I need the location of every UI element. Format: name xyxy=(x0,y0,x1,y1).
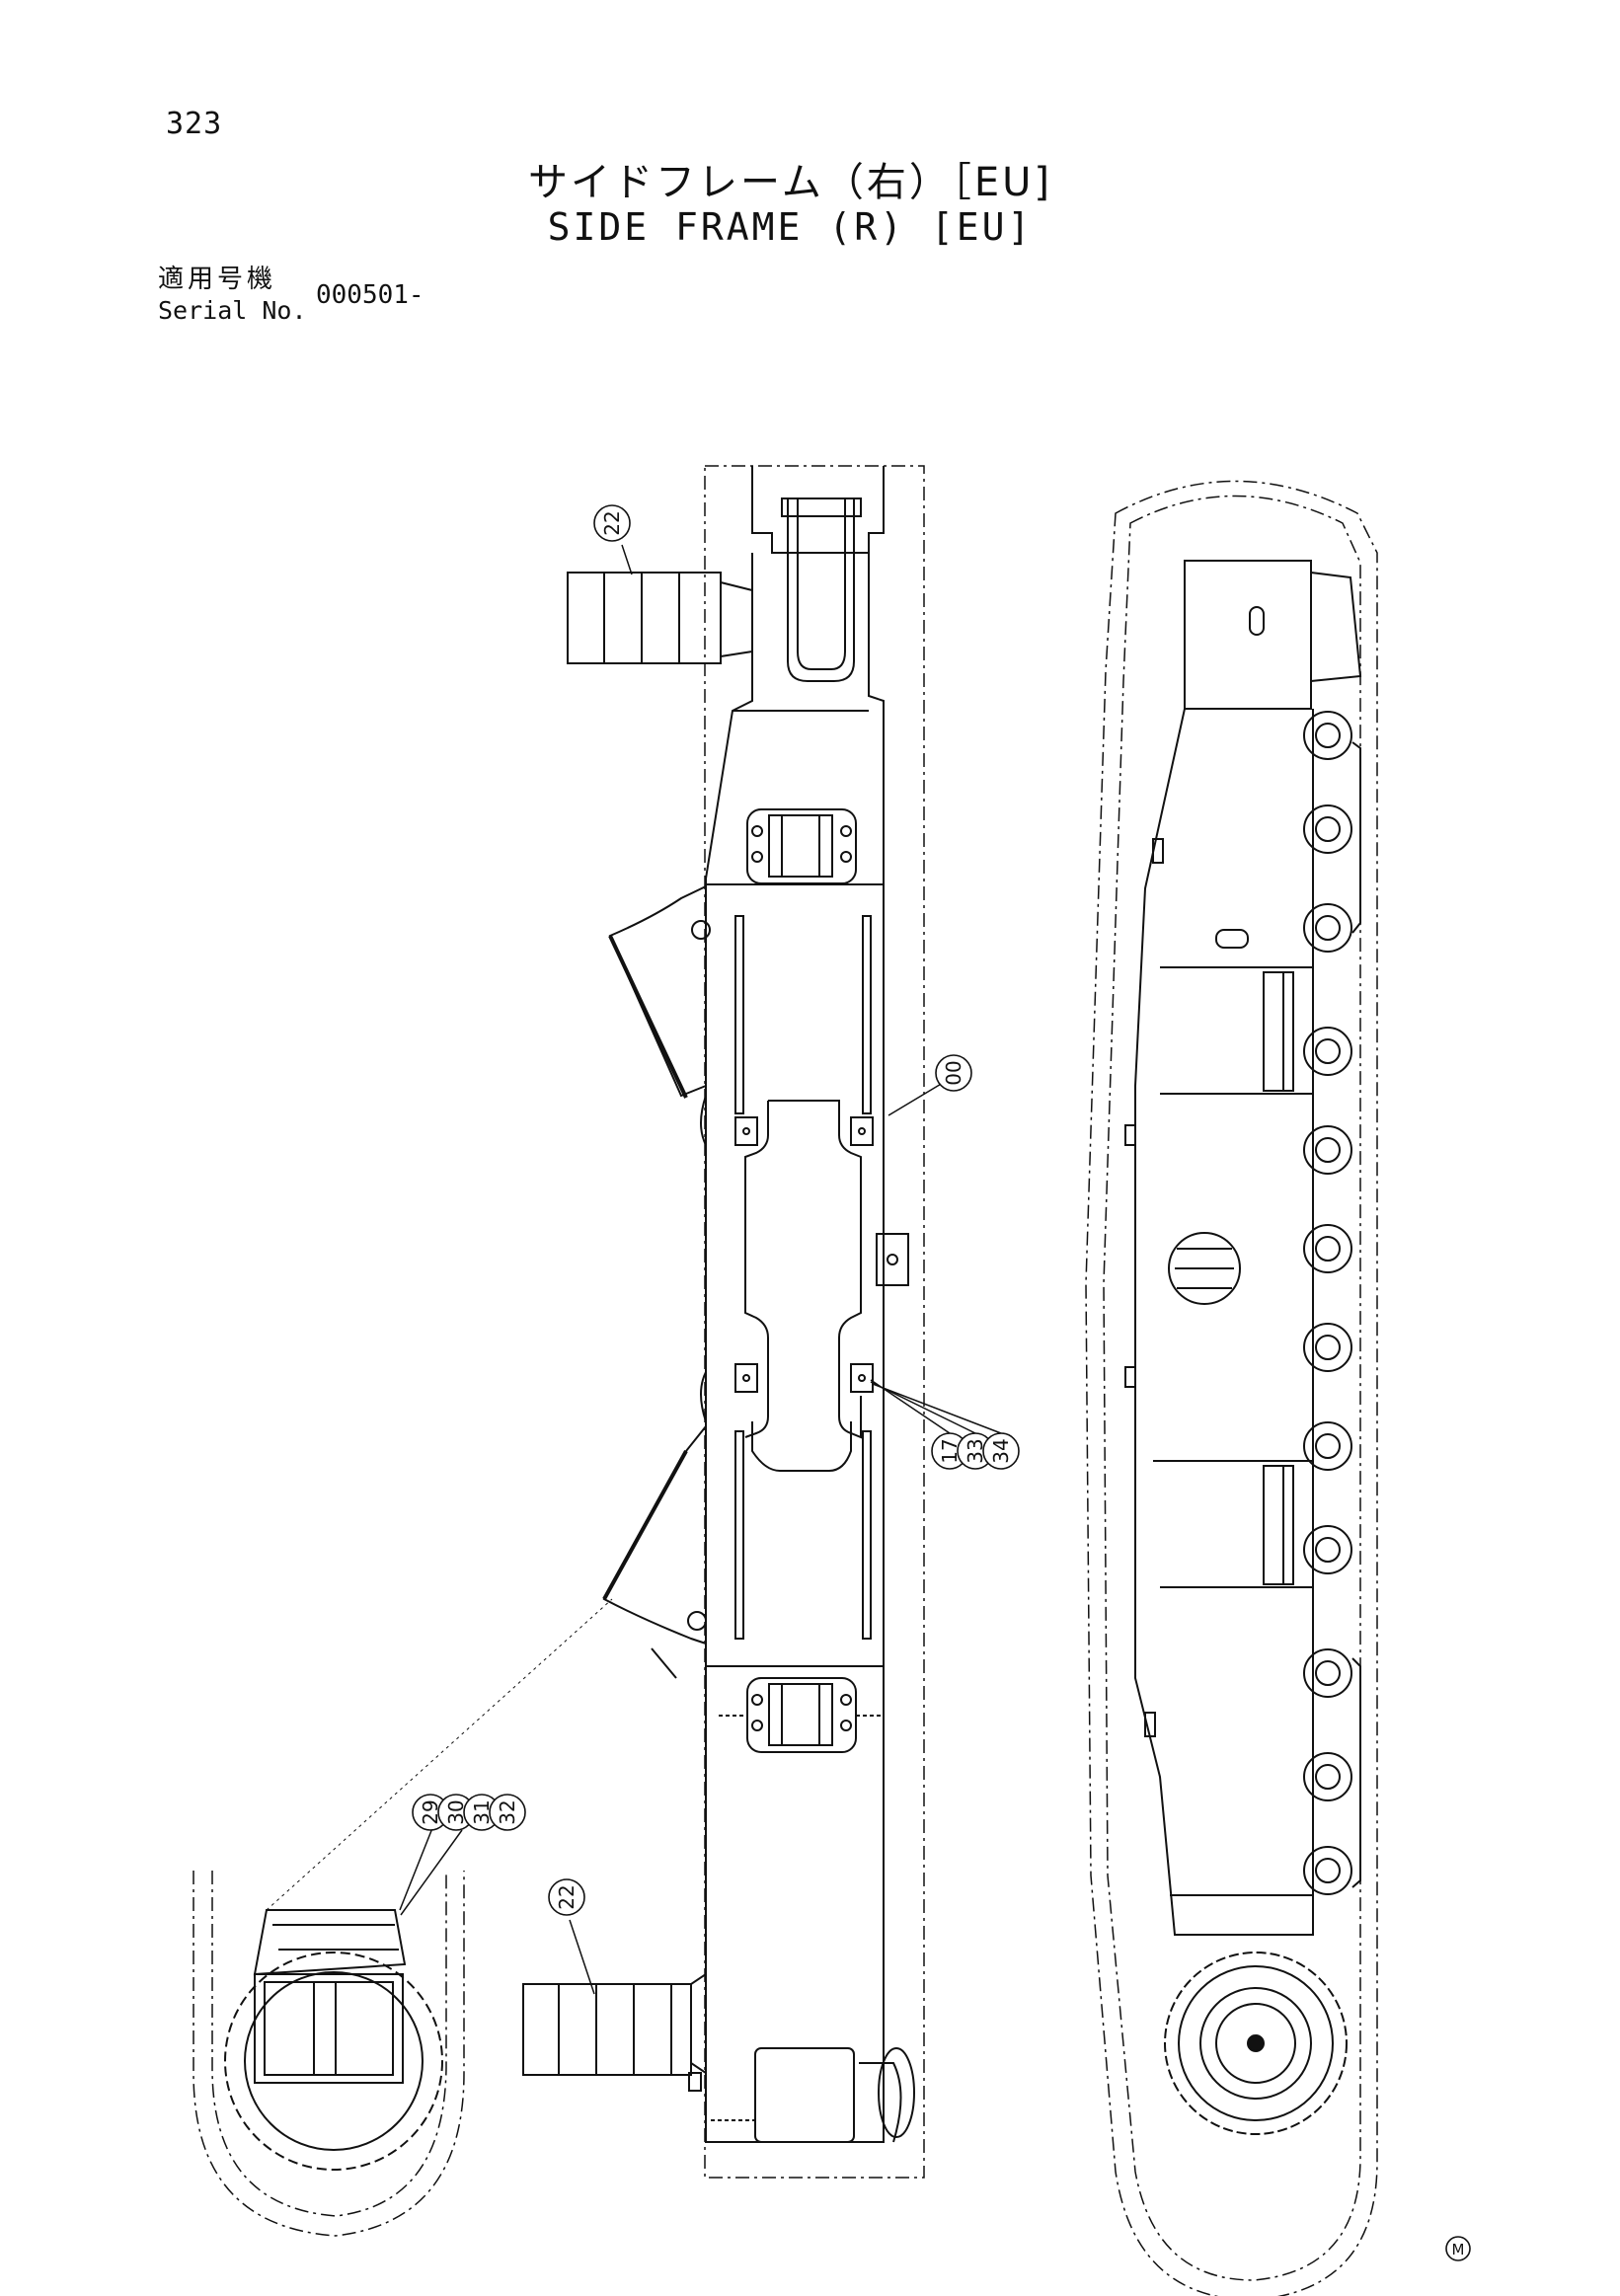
callout-17: 17 xyxy=(931,1432,968,1470)
serial-label-english: Serial No. xyxy=(158,296,307,325)
side-view-track xyxy=(1085,480,1378,2296)
callout-00-label: 00 xyxy=(942,1060,965,1085)
corner-mark-label: M xyxy=(1452,2241,1465,2258)
corner-mark-icon: M xyxy=(1445,2236,1471,2261)
callout-34-label: 34 xyxy=(989,1438,1013,1463)
frame-top-view xyxy=(602,465,925,2179)
callout-22-bottom: 22 xyxy=(548,1878,585,1916)
callout-22-bottom-label: 22 xyxy=(555,1884,579,1909)
detail-view xyxy=(193,1598,613,2237)
serial-number-value: 000501- xyxy=(316,280,424,310)
callout-22-top-label: 22 xyxy=(600,510,624,535)
callout-22-top: 22 xyxy=(593,504,631,542)
title-english: SIDE FRAME (R) [EU] xyxy=(547,205,1034,249)
track-rollers xyxy=(1144,711,1361,1895)
callout-32: 32 xyxy=(489,1794,526,1831)
serial-label-japanese: 適用号機 xyxy=(158,265,277,294)
callout-32-label: 32 xyxy=(496,1799,519,1824)
title-japanese: サイドフレーム（右）［EU] xyxy=(528,160,1052,205)
side-frame-body xyxy=(1124,560,1362,1936)
motor-block-bottom xyxy=(522,1983,702,2092)
callout-34: 34 xyxy=(982,1432,1020,1470)
callout-00: 00 xyxy=(935,1054,972,1092)
drive-sprocket xyxy=(1164,1952,1348,2135)
page-number: 323 xyxy=(166,107,223,141)
motor-block-top xyxy=(567,572,753,664)
